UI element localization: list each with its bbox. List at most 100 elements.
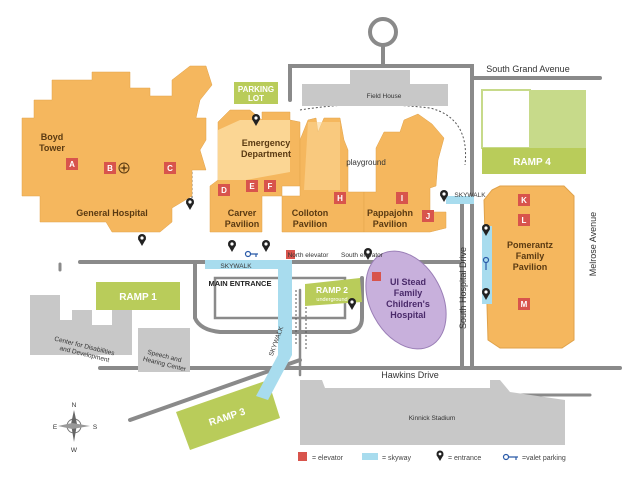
pomerantz-pavilion [481,89,586,349]
entrance-pin [252,114,260,126]
ramp3-shape [176,380,280,450]
playground-label: playground [346,158,386,167]
ramp2-label: RAMP 2 [316,285,348,295]
elevator-M [518,298,530,310]
legend-entrance-text: = entrance [448,455,481,462]
speech-center [138,328,190,372]
elevator-A-label: A [69,160,75,169]
pappajohn-pavilion-label: Pavilion [373,219,408,229]
elevator-C-label: C [167,164,173,173]
elevator-B [104,162,116,174]
south-grand-label: South Grand Avenue [486,64,569,74]
elevator-M-label: M [521,300,528,309]
elevator-E-label: E [249,182,255,191]
north-elevator-label: North elevator [288,252,330,259]
main-entrance-label: MAIN ENTRANCE [209,279,272,288]
entrance-pin [440,190,448,202]
entrance-pin [482,224,490,236]
ramp1-label: RAMP 1 [119,292,157,303]
pomerantz-family-label: Family [516,251,545,261]
boyd-label: Boyd [41,132,64,142]
elevator-J-label: J [426,212,430,221]
entrance-pin [364,248,372,260]
parking-lot-label-2: LOT [248,94,264,103]
ramp2-sub-label: underground [316,297,347,303]
elevator-J [422,210,434,222]
elevator-F-label: F [268,182,273,191]
kinnick-label: Kinnick Stadium [409,415,456,422]
parking-lot-label-1: PARKING [238,85,274,94]
entrance-pin [186,198,194,210]
compass-s: S [93,424,98,431]
legend-valet-text: =valet parking [522,455,566,462]
compass-w: W [71,447,78,454]
entrance-markers [138,114,490,310]
carver-label: Carver [228,208,257,218]
road-inner-loop [213,276,347,320]
hawkins-label: Hawkins Drive [381,370,439,380]
elevator-H [334,192,346,204]
elevators: A B C D E F H I J K L M [66,158,530,310]
elevator-F [264,180,276,192]
field-house-label: Field House [367,93,402,100]
elevator-E [246,180,258,192]
elevator-north [286,250,295,259]
boyd-general [21,65,213,233]
key-icon [482,256,490,270]
ramp4-label: RAMP 4 [513,157,551,168]
center-disabilities [30,295,132,355]
elevator-L-label: L [522,216,527,225]
elevator-K [518,194,530,206]
elevator-H-label: H [337,194,343,203]
tower-label: Tower [39,143,65,153]
traffic-circle [368,17,398,47]
kinnick-stadium [300,380,565,445]
emergency-label: Emergency [242,138,291,148]
pomerantz-label: Pomerantz [507,240,554,250]
elevator-D [218,184,230,196]
compass-n: N [72,402,77,409]
entrance-pin [482,288,490,300]
stead-family-label: Family [394,288,423,298]
field-house [302,84,448,106]
parking-lot-shape [234,82,278,104]
elevator-L [518,214,530,226]
entrance-pin [348,298,356,310]
pomerantz-pavilion-label: Pavilion [513,262,548,272]
road-south-grand [288,64,602,102]
legend-elevator-text: = elevator [312,455,344,462]
general-hospital-label: General Hospital [76,208,148,218]
elevator-B-label: B [107,164,113,173]
legend-skyway-swatch [362,453,378,460]
pappajohn [363,113,447,233]
elevator-children [372,272,381,281]
elevator-I-label: I [401,194,403,203]
elevator-A [66,158,78,170]
skywalk-label-2: SKYWALK [454,192,486,199]
entrance-pin [228,240,236,252]
south-hospital-label: South Hospital Drive [458,247,468,329]
entrance-pin [138,234,146,246]
ramp1-shape [96,282,180,310]
stead-childrens-label: Children's [386,299,430,309]
skywalk-label-1: SKYWALK [220,263,252,270]
field-house-top [350,70,410,86]
department-label: Department [241,149,291,159]
skyways [205,196,492,400]
entrance-pin [262,240,270,252]
legend-entrance-pin [436,450,444,461]
b-compass-marker [118,162,130,174]
melrose-label: Melrose Avenue [588,212,598,276]
colloton-pavilion-label: Pavilion [293,219,328,229]
ramps [96,82,362,450]
elevator-I [396,192,408,204]
elevator-C [164,162,176,174]
legend: = elevator = skyway = entrance =valet pa… [298,450,566,462]
legend-key-icon [502,453,518,461]
carver-pavilion-label: Pavilion [225,219,260,229]
gray-buildings [30,70,565,445]
key-icon [244,250,258,258]
ramp2-shape [305,278,362,306]
valet-markers [244,250,490,270]
